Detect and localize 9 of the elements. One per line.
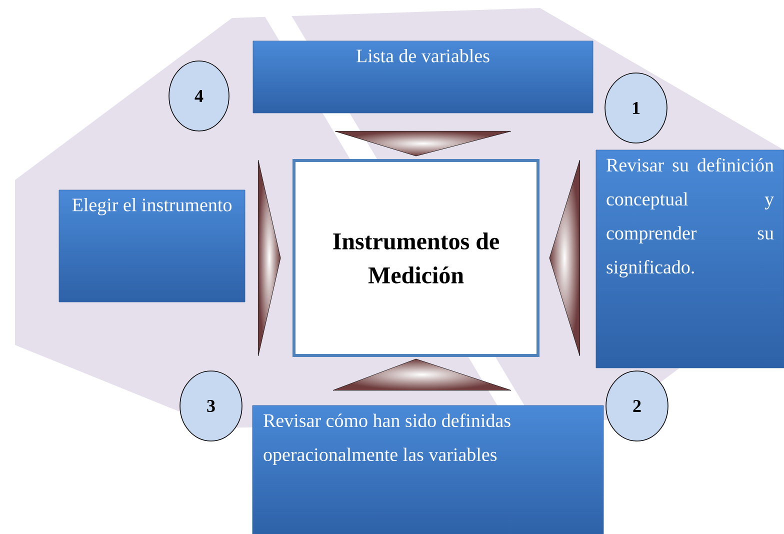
step-box: Lista de variables bbox=[252, 40, 594, 114]
chevron-arrow bbox=[549, 160, 580, 356]
chevron-arrow bbox=[332, 358, 512, 390]
step-box: Revisar cómo han sido definidas operacionalmente las variables bbox=[252, 405, 604, 534]
chevron-arrow bbox=[258, 160, 281, 356]
center-box: Instrumentos de Medición bbox=[292, 159, 540, 357]
step-box: Elegir el instrumento bbox=[58, 190, 246, 302]
chevron-arrow bbox=[334, 131, 512, 156]
step-box: Revisar su definición conceptual y comprender su significado. bbox=[596, 150, 784, 368]
